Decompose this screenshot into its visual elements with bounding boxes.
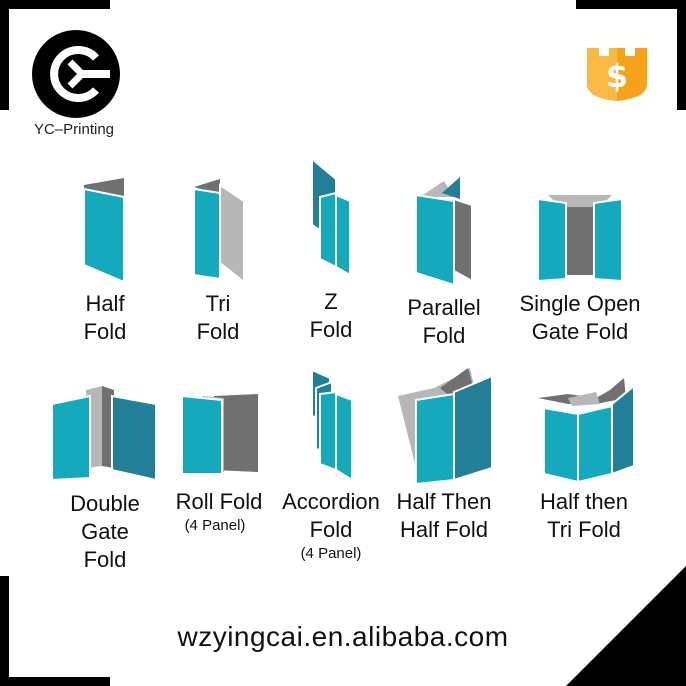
double-gate-fold-label-line2: Gate: [81, 519, 129, 544]
dollar-shield-icon: $: [587, 48, 647, 101]
accordion-fold-label-line2: Fold: [309, 517, 353, 542]
half-then-tri-fold-label-line1: Half then: [539, 489, 629, 514]
roll-fold-label-line1: Roll Fold: [175, 489, 263, 514]
parallel-fold-label-line1: Parallel: [407, 295, 481, 320]
half-fold-label: Half Fold: [55, 290, 155, 346]
parallel-fold-diagram-icon: [415, 177, 473, 287]
single-open-gate-fold-label-line2: Gate Fold: [531, 319, 629, 344]
half-then-tri-fold-diagram-icon: [538, 378, 635, 484]
single-open-gate-fold-label-line1: Single Open: [519, 291, 641, 316]
double-gate-fold-diagram-icon: [51, 386, 157, 482]
roll-fold-label: Roll Fold (4 Panel): [164, 488, 274, 536]
z-fold-diagram-icon: [311, 156, 351, 277]
half-then-half-fold-label: Half Then Half Fold: [388, 488, 500, 544]
corner-bottom-right-triangle: [566, 566, 686, 686]
corner-top-right-horizontal: [576, 0, 686, 9]
single-open-gate-fold-diagram-icon: [537, 195, 623, 283]
half-then-tri-fold-label-line2: Tri Fold: [547, 517, 621, 542]
parallel-fold-label-line2: Fold: [422, 323, 466, 348]
double-gate-fold-label-line3: Fold: [83, 547, 127, 572]
z-fold-label-line1: Z: [324, 289, 338, 314]
corner-bottom-left-horizontal: [0, 677, 110, 686]
single-open-gate-fold-label: Single Open Gate Fold: [507, 290, 653, 346]
double-gate-fold-label-line1: Double: [70, 491, 140, 516]
corner-top-left-horizontal: [0, 0, 110, 9]
half-fold-label-line1: Half: [85, 291, 125, 316]
yc-printing-logo-icon: [32, 30, 120, 118]
parallel-fold-label: Parallel Fold: [389, 294, 499, 350]
half-fold-label-line2: Fold: [83, 319, 127, 344]
corner-top-left-vertical: [0, 0, 9, 110]
accordion-fold-label: Accordion Fold (4 Panel): [270, 488, 392, 564]
accordion-fold-diagram-icon: [311, 368, 353, 482]
accordion-fold-label-line1: Accordion: [282, 489, 380, 514]
tri-fold-diagram-icon: [193, 179, 245, 285]
z-fold-label: Z Fold: [281, 288, 381, 344]
half-fold-diagram-icon: [83, 178, 125, 284]
double-gate-fold-label: Double Gate Fold: [50, 490, 160, 574]
tri-fold-label: Tri Fold: [168, 290, 268, 346]
half-then-half-fold-label-line2: Half Fold: [399, 517, 489, 542]
half-then-half-fold-diagram-icon: [398, 368, 493, 486]
accordion-fold-label-sub: (4 Panel): [300, 545, 362, 562]
footer-url: wzyingcai.en.alibaba.com: [177, 621, 509, 652]
brand-name: YC–Printing: [33, 121, 115, 138]
corner-top-right-vertical: [677, 0, 686, 110]
z-fold-label-line2: Fold: [309, 317, 353, 342]
half-then-half-fold-label-line1: Half Then: [396, 489, 492, 514]
corner-bottom-left-vertical: [0, 576, 9, 686]
tri-fold-label-line2: Fold: [196, 319, 240, 344]
roll-fold-label-sub: (4 Panel): [184, 517, 246, 534]
tri-fold-label-line1: Tri: [205, 291, 231, 316]
svg-text:$: $: [606, 57, 628, 95]
half-then-tri-fold-label: Half then Tri Fold: [527, 488, 641, 544]
roll-fold-diagram-icon: [181, 394, 258, 475]
